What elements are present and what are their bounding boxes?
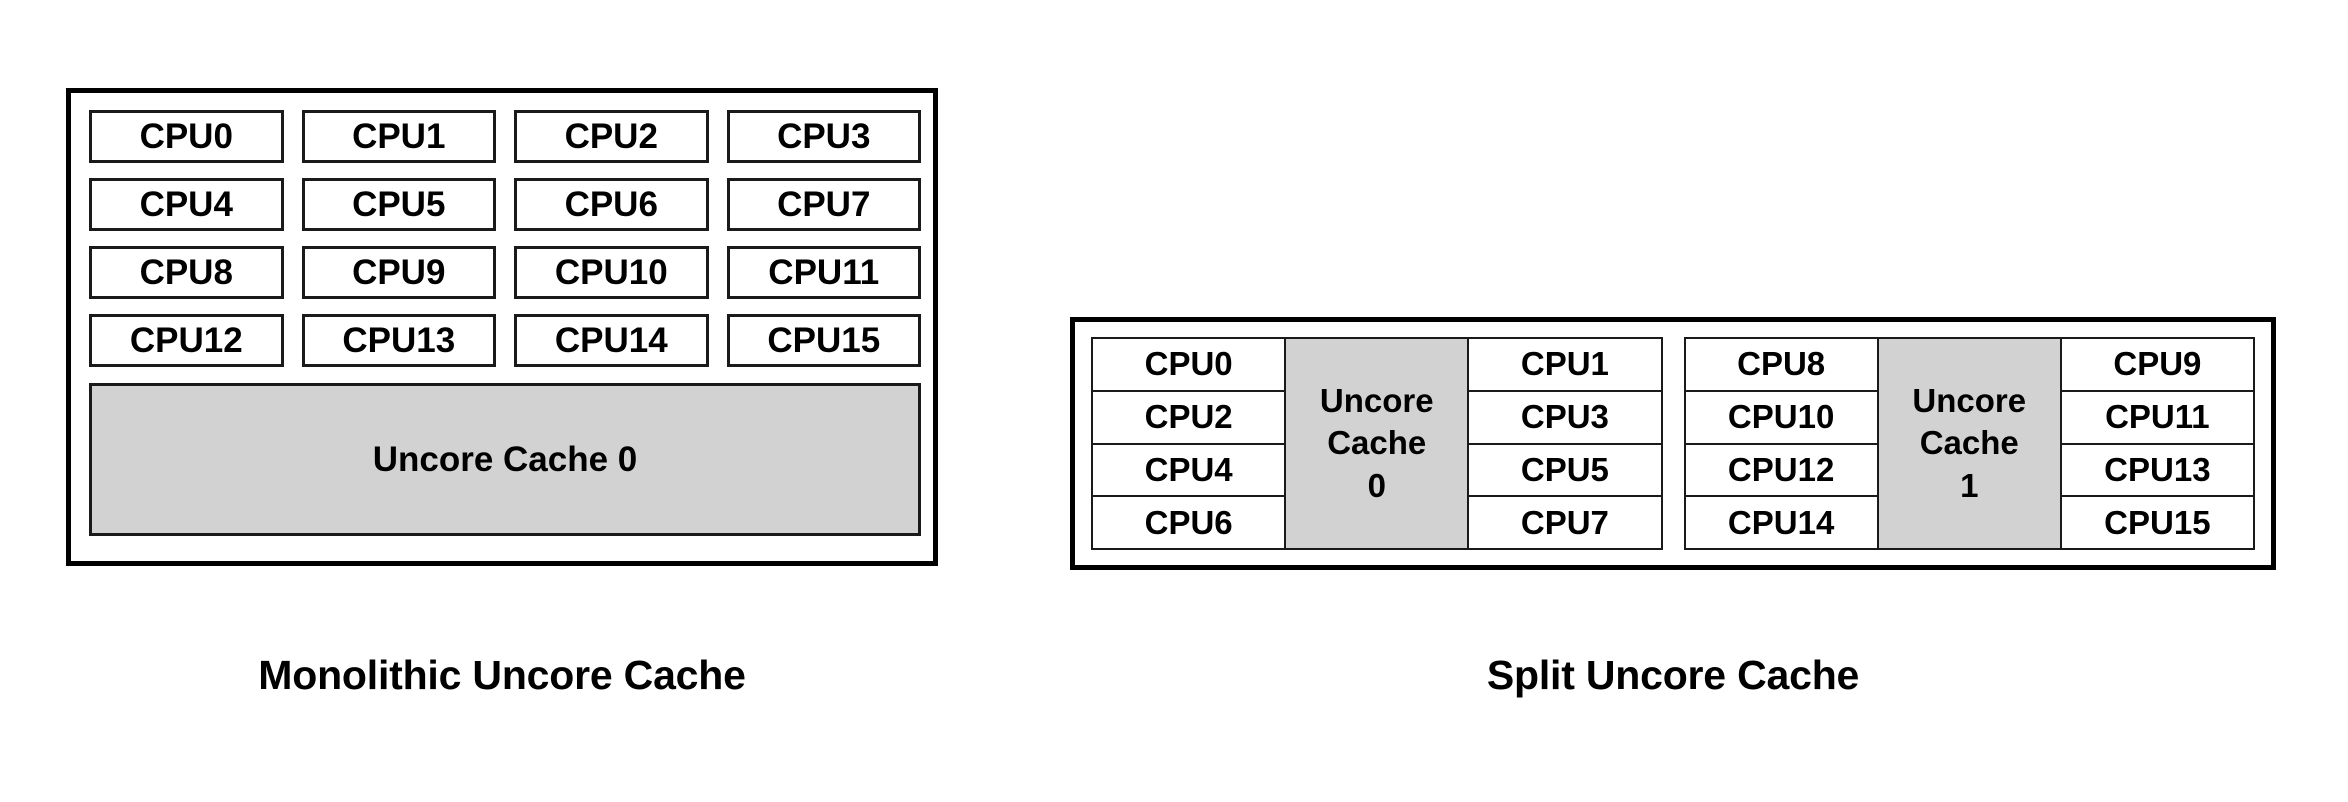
- cpu-cell: CPU3: [726, 110, 921, 163]
- cpu-cell: CPU4: [89, 178, 284, 231]
- cpu-cell: CPU1: [301, 110, 496, 163]
- uncore-cache-label-line1: Uncore: [1912, 382, 2027, 420]
- cpu-cell: CPU8: [89, 246, 284, 299]
- split-diagram-outer-box: CPU0 CPU2 CPU4 CPU6 Uncore Cache 0 CPU1 …: [1070, 317, 2276, 570]
- uncore-cache-label-line2: Cache: [1327, 424, 1427, 462]
- monolithic-diagram-caption: Monolithic Uncore Cache: [258, 652, 746, 698]
- cluster-1-left-cpu-column: CPU8 CPU10 CPU12 CPU14: [1683, 337, 1879, 550]
- cpu-cell: CPU14: [1683, 495, 1879, 550]
- cpu-cell: CPU9: [2059, 337, 2255, 392]
- cpu-cell: CPU9: [301, 246, 496, 299]
- uncore-cache-label-line1: Uncore: [1319, 382, 1434, 420]
- cpu-cell: CPU2: [1091, 389, 1287, 445]
- cpu-cell: CPU14: [514, 314, 709, 367]
- uncore-cache-block-0: Uncore Cache 0: [1284, 337, 1470, 550]
- cpu-cell: CPU15: [726, 314, 921, 367]
- cpu-cell: CPU12: [1683, 442, 1879, 498]
- cluster-1-right-cpu-column: CPU9 CPU11 CPU13 CPU15: [2059, 337, 2255, 550]
- cpu-cell: CPU13: [301, 314, 496, 367]
- cpu-cell: CPU11: [2059, 389, 2255, 445]
- cpu-cell: CPU4: [1091, 442, 1287, 498]
- cpu-cell: CPU5: [301, 178, 496, 231]
- monolithic-diagram-outer-box: CPU0 CPU1 CPU2 CPU3 CPU4 CPU5 CPU6 CPU7 …: [66, 88, 938, 566]
- cpu-cell: CPU12: [89, 314, 284, 367]
- cpu-cell: CPU13: [2059, 442, 2255, 498]
- cpu-cell: CPU3: [1467, 389, 1663, 445]
- uncore-cache-block-1: Uncore Cache 1: [1876, 337, 2062, 550]
- cpu-cell: CPU10: [514, 246, 709, 299]
- uncore-cache-block: Uncore Cache 0: [89, 383, 921, 536]
- cluster-0-left-cpu-column: CPU0 CPU2 CPU4 CPU6: [1091, 337, 1287, 550]
- cpu-cell: CPU15: [2059, 495, 2255, 550]
- cpu-cell: CPU8: [1683, 337, 1879, 392]
- cpu-cell: CPU5: [1467, 442, 1663, 498]
- uncore-cache-label-line3: 0: [1367, 466, 1386, 504]
- cluster-0: CPU0 CPU2 CPU4 CPU6 Uncore Cache 0 CPU1 …: [1091, 337, 1663, 550]
- split-diagram-caption: Split Uncore Cache: [1486, 652, 1860, 698]
- cpu-cell: CPU7: [1467, 495, 1663, 550]
- cpu-cell: CPU2: [514, 110, 709, 163]
- cpu-cell: CPU11: [726, 246, 921, 299]
- split-clusters-container: CPU0 CPU2 CPU4 CPU6 Uncore Cache 0 CPU1 …: [1091, 337, 2255, 550]
- cpu-cell: CPU6: [514, 178, 709, 231]
- cluster-1: CPU8 CPU10 CPU12 CPU14 Uncore Cache 1 CP…: [1683, 337, 2255, 550]
- cpu-cell: CPU1: [1467, 337, 1663, 392]
- cluster-0-right-cpu-column: CPU1 CPU3 CPU5 CPU7: [1467, 337, 1663, 550]
- uncore-cache-label-line3: 1: [1960, 466, 1979, 504]
- cpu-cell: CPU0: [89, 110, 284, 163]
- cpu-cell: CPU7: [726, 178, 921, 231]
- uncore-cache-label-line2: Cache: [1919, 424, 2019, 462]
- monolithic-cpu-grid: CPU0 CPU1 CPU2 CPU3 CPU4 CPU5 CPU6 CPU7 …: [89, 110, 921, 367]
- cpu-cell: CPU0: [1091, 337, 1287, 392]
- cpu-cell: CPU6: [1091, 495, 1287, 550]
- cpu-cell: CPU10: [1683, 389, 1879, 445]
